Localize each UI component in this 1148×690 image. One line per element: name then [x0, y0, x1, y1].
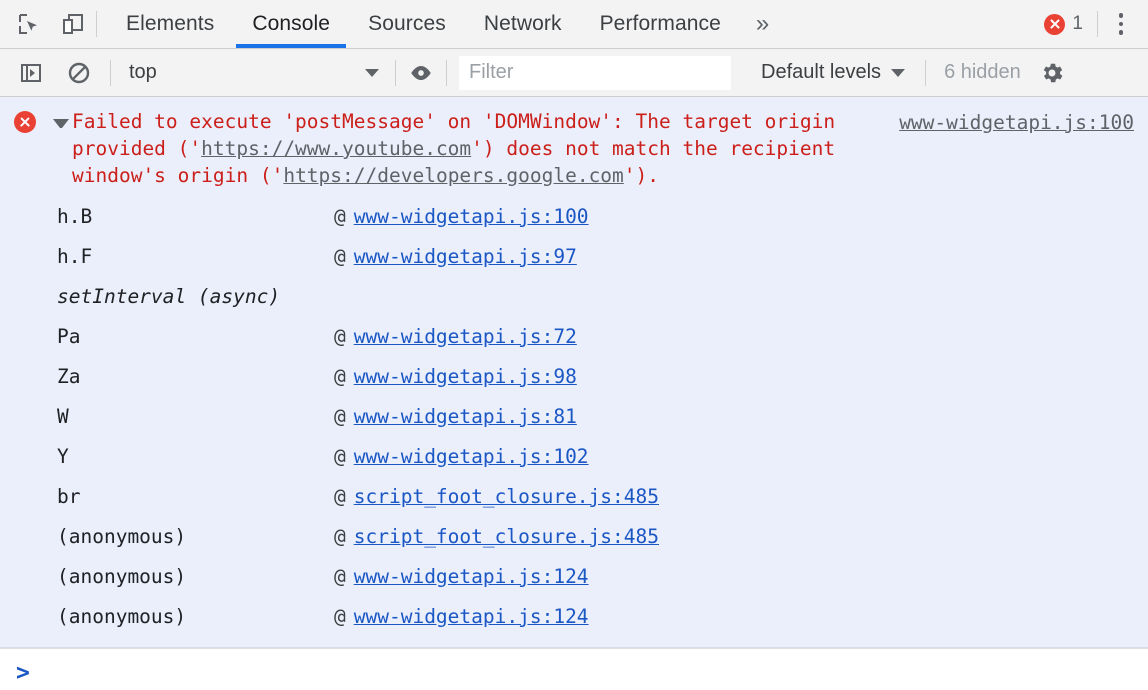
stack-frame-source-link[interactable]: www-widgetapi.js:124 — [353, 605, 589, 628]
stack-frame-source-link[interactable]: www-widgetapi.js:100 — [353, 205, 589, 228]
stack-frame: Pa @ www-widgetapi.js:72 — [0, 317, 1148, 357]
tab-network-label: Network — [483, 12, 562, 35]
tab-bar-right-divider — [1097, 11, 1098, 37]
tab-sources[interactable]: Sources — [349, 0, 465, 48]
console-message-header: Failed to execute 'postMessage' on 'DOMW… — [0, 103, 1148, 189]
stack-frame: (anonymous) @ www-widgetapi.js:124 — [0, 597, 1148, 637]
stack-frame-source-link[interactable]: www-widgetapi.js:124 — [353, 565, 589, 588]
panel-tabs: Elements Console Sources Network Perform… — [107, 0, 785, 48]
execution-context-value: top — [129, 61, 157, 83]
filter-input[interactable] — [459, 55, 731, 90]
message-text-2: ') does not match the recipient window's… — [72, 137, 847, 187]
stack-frame-source-link[interactable]: script_foot_closure.js:485 — [353, 525, 659, 548]
stack-frame-at: @ — [334, 605, 346, 628]
stack-frame-function: Y — [57, 445, 69, 468]
console-body: Failed to execute 'postMessage' on 'DOMW… — [0, 97, 1148, 690]
stack-frame-function: Pa — [57, 325, 81, 348]
stack-frame: setInterval (async) — [0, 277, 1148, 317]
kebab-menu-icon[interactable] — [1104, 7, 1138, 41]
stack-frame-at: @ — [334, 445, 346, 468]
stack-frame-at: @ — [334, 525, 346, 548]
stack-frame-function: (anonymous) — [57, 565, 187, 588]
stack-frame-source-link[interactable]: www-widgetapi.js:81 — [353, 405, 577, 428]
stack-frame-at: @ — [334, 405, 346, 428]
console-toolbar: top Default levels 6 hidden — [0, 49, 1148, 97]
live-expression-eye-icon[interactable] — [404, 56, 438, 90]
stack-frame: br @ script_foot_closure.js:485 — [0, 477, 1148, 517]
stack-frame-at: @ — [334, 325, 346, 348]
tab-performance[interactable]: Performance — [581, 0, 740, 48]
tab-performance-label: Performance — [599, 12, 721, 35]
devtools-tab-bar: Elements Console Sources Network Perform… — [0, 0, 1148, 49]
more-tabs-label: » — [755, 10, 770, 37]
stack-frame-at: @ — [334, 245, 346, 268]
stack-frame-at: @ — [334, 565, 346, 588]
error-circle-icon — [1044, 13, 1066, 35]
stack-frame-function: (anonymous) — [57, 525, 187, 548]
error-circle-icon — [14, 111, 36, 133]
stack-frame-at: @ — [334, 485, 346, 508]
chevron-down-icon — [365, 68, 379, 77]
stack-frame: h.F @ www-widgetapi.js:97 — [0, 237, 1148, 277]
stack-frame: W @ www-widgetapi.js:81 — [0, 397, 1148, 437]
console-toolbar-divider-1 — [110, 59, 111, 86]
stack-frame-function: h.F — [57, 245, 93, 268]
tab-sources-label: Sources — [368, 12, 446, 35]
console-message-source-link[interactable]: www-widgetapi.js:100 — [899, 111, 1134, 134]
device-toolbar-icon[interactable] — [58, 9, 88, 39]
message-text-0: Failed to execute 'postMessage' on 'DOMW… — [72, 110, 847, 160]
error-count-badge[interactable]: 1 — [1038, 13, 1097, 35]
inspect-element-icon[interactable] — [14, 9, 44, 39]
clear-console-icon[interactable] — [62, 56, 96, 90]
tab-console-label: Console — [252, 12, 331, 35]
tab-bar-tool-icons — [0, 0, 96, 48]
message-url-3[interactable]: https://developers.google.com — [283, 164, 624, 187]
hidden-messages-label: 6 hidden — [944, 61, 1021, 83]
stack-frame-at: @ — [334, 365, 346, 388]
chevron-down-icon — [891, 68, 906, 77]
console-toolbar-divider-3 — [446, 59, 447, 86]
stack-frame: (anonymous) @ script_foot_closure.js:485 — [0, 517, 1148, 557]
stack-frame: Za @ www-widgetapi.js:98 — [0, 357, 1148, 397]
stack-frame-function: br — [57, 485, 81, 508]
console-message-error: Failed to execute 'postMessage' on 'DOMW… — [0, 97, 1148, 648]
stack-frame: Y @ www-widgetapi.js:102 — [0, 437, 1148, 477]
tab-elements[interactable]: Elements — [107, 0, 233, 48]
console-toolbar-divider-2 — [395, 59, 396, 86]
stack-frame-function: W — [57, 405, 69, 428]
stack-frame-function: setInterval (async) — [57, 285, 281, 308]
more-tabs-chevron-icon[interactable]: » — [740, 0, 785, 48]
execution-context-select[interactable]: top — [117, 56, 387, 90]
tab-bar-divider — [96, 11, 97, 37]
stack-frame-source-link[interactable]: www-widgetapi.js:72 — [353, 325, 577, 348]
console-prompt-row[interactable]: > — [0, 648, 1148, 690]
stack-frame-source-link[interactable]: www-widgetapi.js:98 — [353, 365, 577, 388]
settings-gear-icon[interactable] — [1035, 56, 1069, 90]
expand-triangle-icon[interactable] — [53, 119, 69, 128]
message-url-1[interactable]: https://www.youtube.com — [201, 137, 472, 160]
stack-frame-function: Za — [57, 365, 81, 388]
tab-console[interactable]: Console — [233, 0, 349, 48]
stack-frame-at: @ — [334, 205, 346, 228]
stack-frame-function: h.B — [57, 205, 93, 228]
stack-frame: h.B @ www-widgetapi.js:100 — [0, 197, 1148, 237]
stack-frame-source-link[interactable]: www-widgetapi.js:97 — [353, 245, 577, 268]
stack-frame: (anonymous) @ www-widgetapi.js:124 — [0, 557, 1148, 597]
tab-bar-right-controls: 1 — [1038, 0, 1148, 48]
stack-frame-source-link[interactable]: www-widgetapi.js:102 — [353, 445, 589, 468]
console-prompt-input[interactable] — [39, 663, 1148, 687]
console-message-text: Failed to execute 'postMessage' on 'DOMW… — [72, 105, 862, 189]
log-levels-select[interactable]: Default levels — [745, 61, 921, 84]
log-levels-label: Default levels — [761, 61, 882, 83]
tab-network[interactable]: Network — [465, 0, 581, 48]
console-toolbar-divider-4 — [925, 59, 927, 86]
prompt-chevron-icon: > — [16, 660, 30, 686]
tab-elements-label: Elements — [126, 12, 215, 35]
error-count-label: 1 — [1072, 13, 1083, 34]
stack-frame-function: (anonymous) — [57, 605, 187, 628]
message-text-4: '). — [623, 164, 660, 187]
stack-trace: h.B @ www-widgetapi.js:100 h.F @ www-widgetap… — [0, 189, 1148, 637]
console-sidebar-icon[interactable] — [14, 56, 48, 90]
stack-frame-source-link[interactable]: script_foot_closure.js:485 — [353, 485, 659, 508]
